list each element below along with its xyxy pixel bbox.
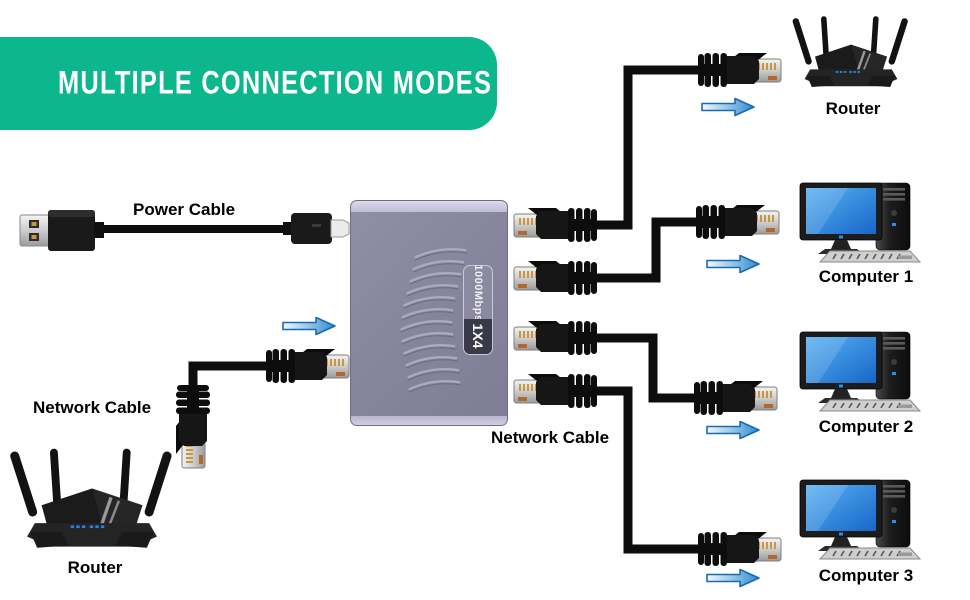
micro-usb-connector-icon: [283, 213, 350, 244]
network-splitter-device: 1000Mbps 1X4: [350, 200, 508, 426]
arrow-icon: [705, 420, 761, 440]
device-bottom-edge: [351, 416, 507, 425]
rj45-connector-icon: [696, 204, 780, 240]
network-cable-label-right: Network Cable: [491, 428, 610, 447]
router-label-top: Router: [825, 99, 881, 118]
title-banner: MULTIPLE CONNECTION MODES: [0, 37, 497, 130]
network-cable-line-port3: [585, 333, 698, 403]
banner-title: MULTIPLE CONNECTION MODES: [58, 64, 493, 101]
rj45-connector-icon: [513, 373, 597, 409]
device-top-edge: [351, 201, 507, 212]
router-icon: [791, 12, 911, 98]
device-speed-label: 1000Mbps: [472, 264, 484, 322]
device-mode-box: 1X4: [464, 319, 492, 354]
arrow-icon: [281, 316, 337, 336]
rj45-connector-icon: [513, 320, 597, 356]
computer-icon: [798, 330, 926, 414]
computer3-label: Computer 3: [818, 566, 914, 585]
router-label-bottom: Router: [67, 558, 123, 577]
power-cable-label: Power Cable: [133, 200, 236, 219]
network-cable-line-uplink: [188, 361, 270, 392]
network-cable-label-left: Network Cable: [33, 398, 152, 417]
arrow-icon: [705, 254, 761, 274]
rj45-connector-icon: [513, 260, 597, 296]
router-icon: [8, 447, 176, 559]
rj45-connector-icon: [698, 531, 782, 567]
device-ridges-icon: [400, 247, 467, 393]
arrow-icon: [705, 568, 761, 588]
rj45-connector-icon: [694, 380, 778, 416]
rj45-connector-icon: [513, 207, 597, 243]
network-cable-line-port1: [585, 65, 702, 230]
network-cable-line-port2: [585, 217, 700, 283]
usb-a-connector-icon: [19, 210, 104, 251]
rj45-connector-icon: [698, 52, 782, 88]
computer-icon: [798, 181, 926, 265]
device-spec-plate: 1000Mbps 1X4: [463, 264, 493, 355]
computer-icon: [798, 478, 926, 562]
rj45-connector-icon: [175, 385, 211, 469]
computer2-label: Computer 2: [818, 417, 914, 436]
rj45-connector-icon: [266, 348, 350, 384]
device-mode-label: 1X4: [470, 323, 486, 349]
computer1-label: Computer 1: [818, 267, 914, 286]
network-cable-line-port4: [585, 386, 702, 554]
arrow-icon: [700, 97, 756, 117]
